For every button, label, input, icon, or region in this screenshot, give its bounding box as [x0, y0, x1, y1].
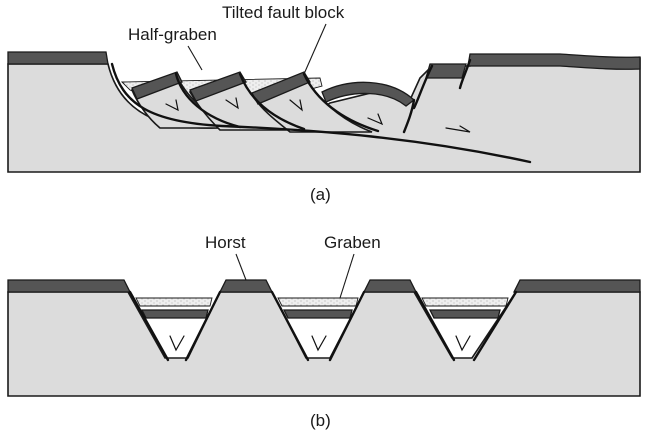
graben-1-fault-right	[184, 290, 222, 362]
tilted-block-2-stratum	[189, 71, 247, 102]
half-graben-label: Half-graben	[128, 25, 217, 44]
horst-1-stratum	[218, 279, 274, 293]
graben-2-slip	[311, 335, 327, 352]
slip-mark-3	[289, 99, 303, 112]
graben-1-slip	[169, 335, 185, 352]
graben-1-sediment	[135, 297, 213, 307]
half-graben-leader	[187, 45, 203, 71]
listric-fault-2	[238, 72, 306, 131]
right-shoulder-stratum	[512, 279, 641, 293]
horst-2-stratum	[362, 279, 418, 293]
graben-2-fault-left	[270, 290, 310, 362]
slip-mark-1	[165, 99, 179, 112]
listric-fault-3	[302, 72, 380, 133]
panel-a: Half-graben Tilted fault block (a)	[7, 3, 641, 204]
antithetic-fault-2	[458, 58, 472, 90]
panel-a-caption: (a)	[310, 185, 331, 204]
slip-mark-2	[225, 97, 239, 110]
antithetic-fault-1	[412, 64, 434, 110]
panel-b: Horst Graben (b)	[7, 233, 641, 430]
graben-1-fault-left	[128, 290, 170, 362]
listric-fault-1	[174, 72, 242, 129]
right-plateau-stratum	[467, 53, 641, 70]
graben-1-stratum	[140, 309, 209, 319]
graben-3-stratum	[428, 309, 501, 319]
slip-mark-5	[445, 125, 471, 133]
graben-2-fault-right	[328, 290, 366, 362]
left-shoulder-stratum	[7, 279, 132, 293]
graben-leader	[339, 253, 355, 299]
panel-a-left-stratum	[7, 51, 109, 65]
rollover-block-stratum	[321, 81, 416, 107]
horst-label: Horst	[205, 233, 246, 252]
graben-3-sediment	[421, 297, 509, 307]
panel-b-ground	[7, 291, 641, 397]
graben-3-fault-left	[414, 290, 456, 362]
graben-3-slip	[455, 335, 471, 352]
panel-b-caption: (b)	[310, 411, 331, 430]
graben-2-stratum	[282, 309, 353, 319]
tilted-block-leader	[303, 23, 327, 75]
graben-2-sediment	[277, 297, 359, 307]
detachment-fault	[110, 62, 532, 164]
horst-leader	[235, 253, 247, 281]
tilted-block-label: Tilted fault block	[222, 3, 345, 22]
listric-fault-4	[402, 98, 416, 134]
graben-3-fault-right	[472, 290, 518, 362]
tilted-block-1-stratum	[131, 71, 183, 100]
graben-label: Graben	[324, 233, 381, 252]
slip-mark-4	[367, 113, 384, 126]
